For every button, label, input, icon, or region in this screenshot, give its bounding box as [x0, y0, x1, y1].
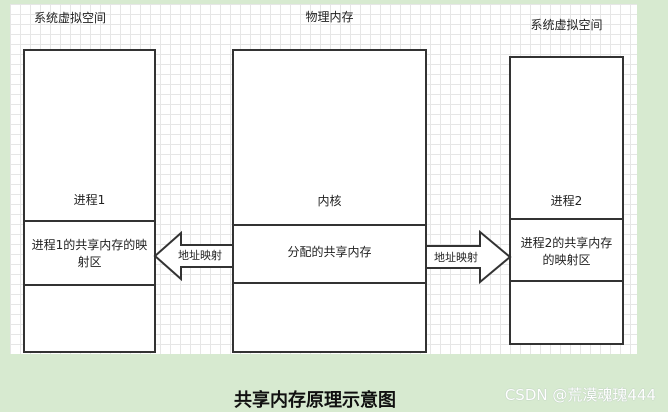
arrow-left	[153, 230, 234, 282]
left-process-box	[23, 49, 156, 353]
title-center: 物理内存	[305, 10, 354, 24]
arrow-right-label: 地址映射	[434, 251, 478, 264]
right-top-label: 进程2	[550, 194, 583, 208]
arrow-right	[425, 229, 512, 285]
left-top-label: 进程1	[73, 193, 106, 207]
watermark: CSDN @荒漠魂瑰444	[504, 386, 656, 404]
diagram-canvas: 系统虚拟空间 物理内存 系统虚拟空间 进程1 进程1的共享内存的映射区 内核 分…	[10, 4, 637, 354]
right-shared-label: 进程2的共享内存的映射区	[520, 236, 613, 267]
diagram-caption: 共享内存原理示意图	[234, 390, 396, 411]
center-shared-label: 分配的共享内存	[287, 245, 372, 259]
arrow-left-label: 地址映射	[178, 249, 222, 262]
diagram-shapes	[23, 49, 624, 353]
left-shared-label: 进程1的共享内存的映射区	[31, 238, 148, 269]
center-top-label: 内核	[317, 194, 342, 208]
title-right: 系统虚拟空间	[530, 18, 603, 32]
title-left: 系统虚拟空间	[34, 11, 107, 25]
right-process-box	[509, 56, 624, 345]
physical-memory-box	[232, 49, 427, 353]
